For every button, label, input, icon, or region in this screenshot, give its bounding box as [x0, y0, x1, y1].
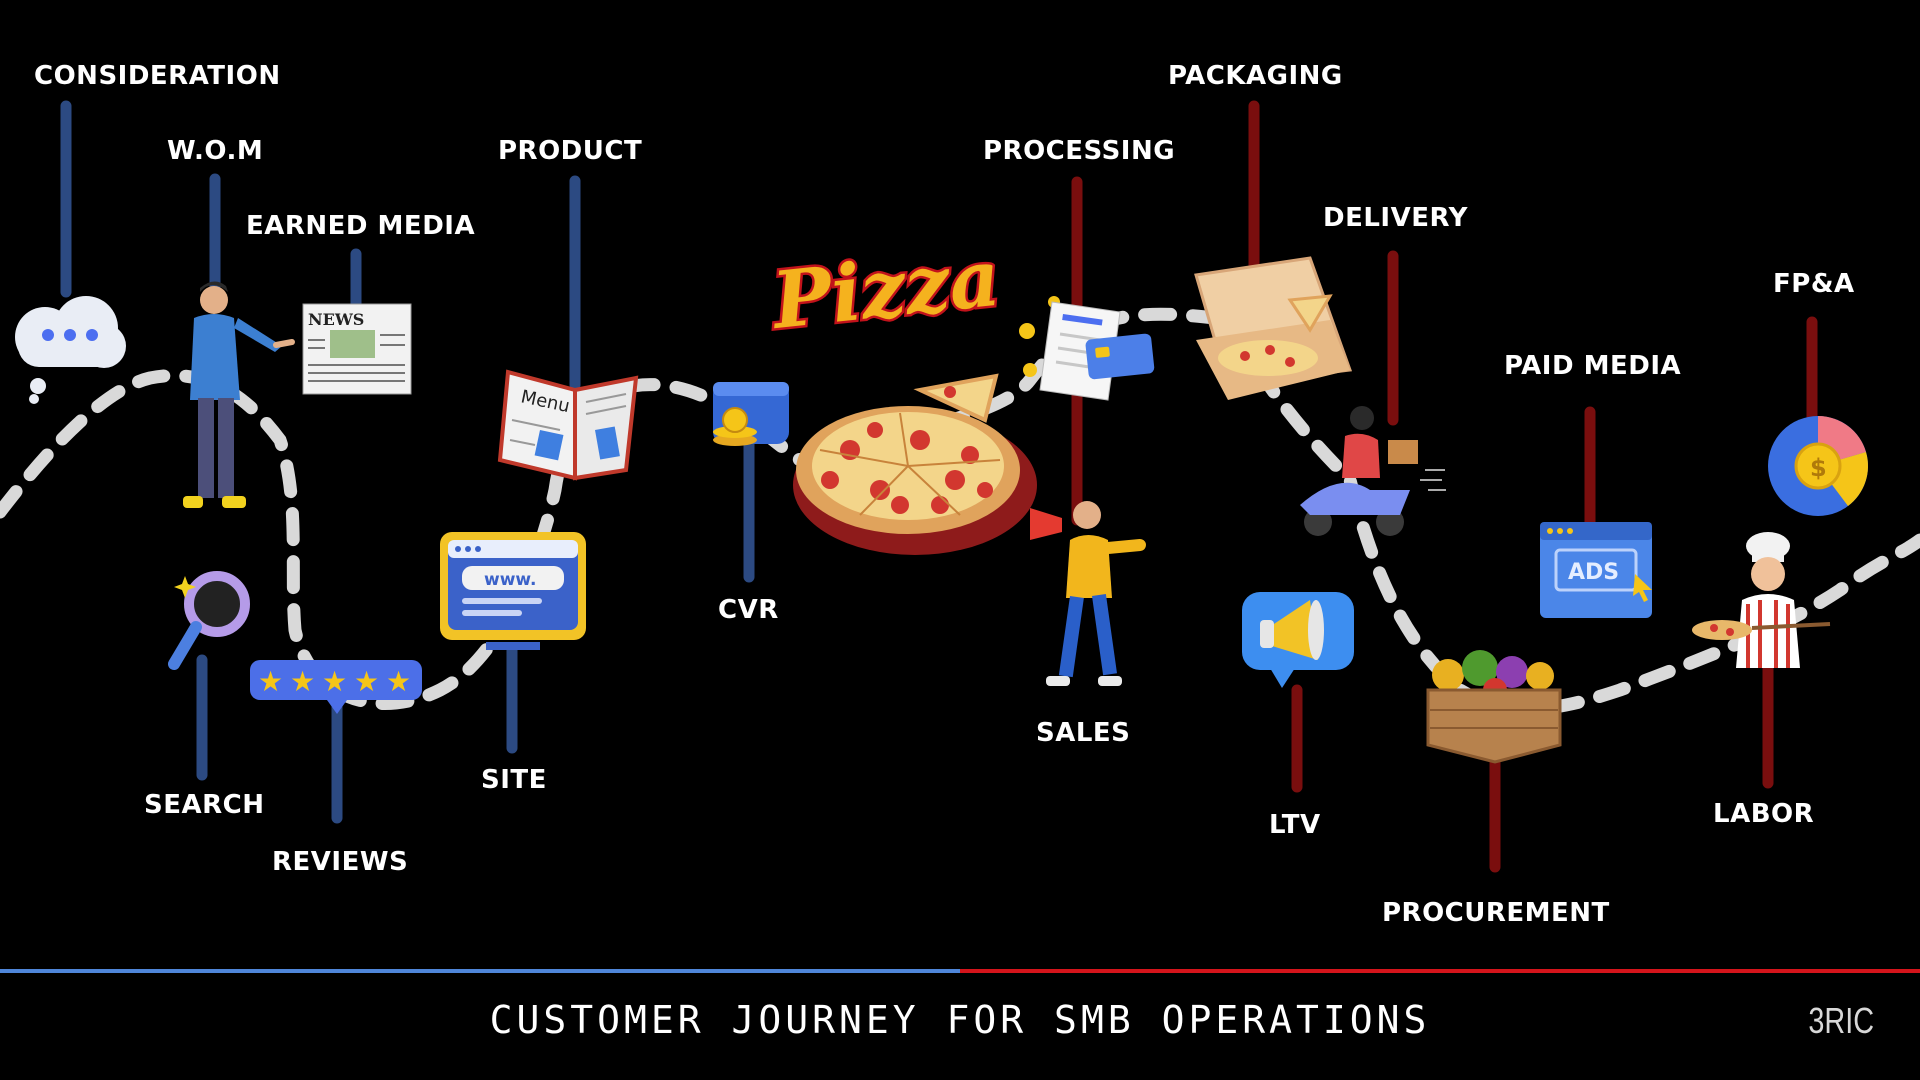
label-search: SEARCH: [144, 790, 264, 820]
label-reviews: REVIEWS: [272, 847, 408, 877]
pizza-logo: Pizza: [764, 230, 1007, 349]
pie-chart-icon: $: [1768, 416, 1868, 516]
label-sales: SALES: [1036, 718, 1130, 748]
thought-bubble-icon: [15, 296, 126, 404]
footer-rule-left: [0, 969, 960, 973]
magnifier-icon: [168, 571, 250, 670]
scooter-icon: [1300, 406, 1446, 536]
menu-icon: Menu: [497, 369, 639, 481]
label-ltv: LTV: [1269, 810, 1321, 840]
pizza-box-icon: [1194, 256, 1353, 400]
person-megaphone-icon: [1030, 501, 1146, 686]
svg-text:★: ★: [386, 665, 411, 698]
dollar-sign: $: [1810, 454, 1827, 482]
pizza-logo-text: Pizza: [766, 233, 1004, 347]
label-site: SITE: [481, 765, 547, 795]
wallet-icon: [713, 382, 789, 446]
website-url: www.: [484, 570, 537, 590]
stage-labels: CONSIDERATION W.O.M EARNED MEDIA SEARCH …: [34, 61, 1855, 928]
svg-text:★: ★: [322, 665, 347, 698]
label-earned-media: EARNED MEDIA: [246, 211, 475, 241]
footer-rule-right: [960, 969, 1920, 973]
label-product: PRODUCT: [498, 136, 642, 166]
label-procurement: PROCUREMENT: [1382, 898, 1610, 928]
label-consideration: CONSIDERATION: [34, 61, 281, 91]
receipt-card-icon: [1019, 296, 1155, 401]
label-wom: W.O.M: [167, 136, 263, 166]
label-fpa: FP&A: [1773, 269, 1855, 299]
five-stars-icon: ★★★★★: [250, 660, 422, 714]
stems: [60, 100, 1818, 873]
ads-window-icon: ADS: [1540, 522, 1652, 618]
footer-title: CUSTOMER JOURNEY FOR SMB OPERATIONS: [489, 998, 1431, 1042]
label-packaging: PACKAGING: [1168, 61, 1343, 91]
ads-text: ADS: [1568, 560, 1619, 585]
label-paid-media: PAID MEDIA: [1504, 351, 1681, 381]
svg-text:★: ★: [258, 665, 283, 698]
person-pointing-icon: [183, 281, 295, 508]
label-processing: PROCESSING: [983, 136, 1175, 166]
brand-logo: 3RIC: [1808, 1000, 1874, 1041]
svg-text:★: ★: [354, 665, 379, 698]
website-icon: www.: [440, 532, 586, 650]
vegetable-crate-icon: [1426, 650, 1562, 764]
newspaper-icon: NEWS: [302, 303, 412, 395]
chef-icon: [1692, 532, 1831, 668]
svg-text:★: ★: [290, 665, 315, 698]
megaphone-bubble-icon: [1242, 592, 1354, 688]
label-delivery: DELIVERY: [1323, 203, 1469, 233]
pizza-icon: [793, 373, 1037, 555]
label-labor: LABOR: [1713, 799, 1814, 829]
newspaper-title: NEWS: [308, 310, 364, 329]
label-cvr: CVR: [718, 595, 779, 625]
